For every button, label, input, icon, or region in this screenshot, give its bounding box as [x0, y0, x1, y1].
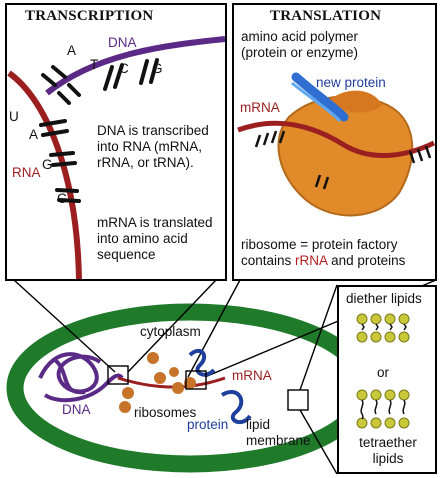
cell-dna-icon	[38, 352, 124, 403]
transcription-text-2-line: into amino acid	[97, 231, 188, 246]
ribosome-text-line2: contains rRNA and proteins	[241, 253, 405, 269]
transcription-callout-box	[107, 365, 129, 385]
base-top-2: T	[90, 57, 99, 72]
polymer-text-line: amino acid polymer	[241, 29, 359, 44]
ribosome-text-suffix: and proteins	[327, 253, 406, 268]
membrane-label-line: membrane	[246, 433, 311, 448]
lipids-panel: diether lipids or tetraether lipids	[337, 285, 437, 474]
lipid-structures-icon	[356, 313, 410, 429]
transcription-text-1: DNA is transcribed into RNA (mRNA, rRNA,…	[97, 123, 209, 171]
tetraether-label-line: tetraether	[359, 435, 417, 450]
polymer-text: amino acid polymer (protein or enzyme)	[241, 29, 358, 61]
protein-label: protein	[187, 417, 229, 432]
dna-label: DNA	[108, 35, 137, 50]
transcription-text-2-line: sequence	[97, 247, 156, 262]
cell-dna-label: DNA	[62, 402, 91, 417]
transcription-text-1-line: DNA is transcribed	[97, 123, 209, 138]
base-bottom-1: U	[9, 109, 19, 124]
base-top-4: G	[152, 61, 163, 76]
transcription-text-2-line: mRNA is translated	[97, 215, 213, 230]
ribosome-text: ribosome = protein factory contains rRNA…	[241, 237, 405, 269]
membrane-label: lipid membrane	[246, 417, 311, 449]
membrane-label-line: lipid	[246, 417, 271, 432]
base-bottom-2: A	[29, 127, 39, 142]
base-bottom-3: G	[42, 157, 53, 172]
ribosome-illustration-icon	[237, 72, 435, 217]
transcription-strands-icon	[7, 36, 225, 279]
cytoplasm-label: cytoplasm	[140, 324, 201, 339]
base-bottom-4: C	[57, 191, 67, 206]
ribosome-text-prefix: contains	[241, 253, 296, 268]
tetraether-label: tetraether lipids	[351, 435, 425, 467]
membrane-callout-box	[287, 389, 309, 411]
transcription-panel: TRANSCRIPTION DNA A T C G U A G C RNA DN…	[5, 3, 227, 281]
diether-label: diether lipids	[346, 291, 422, 306]
transcription-text-1-line: into RNA (mRNA,	[97, 139, 203, 154]
rna-label: RNA	[12, 165, 41, 180]
tetraether-label-line: lipids	[372, 451, 404, 466]
transcription-text-2: mRNA is translated into amino acid seque…	[97, 215, 213, 263]
base-top-1: A	[67, 43, 77, 58]
translation-panel: TRANSLATION amino acid polymer (protein …	[232, 3, 437, 281]
polymer-text-line: (protein or enzyme)	[241, 45, 359, 60]
base-top-3: C	[119, 61, 129, 76]
transcription-text-1-line: rRNA, or tRNA).	[97, 155, 194, 170]
mrna-label: mRNA	[240, 100, 280, 115]
ribosome-text-line1: ribosome = protein factory	[241, 237, 398, 252]
cell-ribosomes-icon	[119, 352, 196, 413]
or-label: or	[377, 365, 390, 380]
transcription-title: TRANSCRIPTION	[25, 8, 154, 24]
cell-mrna-label: mRNA	[232, 368, 272, 383]
translation-callout-box	[185, 370, 207, 390]
cell-mrna-strand	[117, 376, 226, 389]
translation-title: TRANSLATION	[270, 8, 382, 24]
ribosomes-label: ribosomes	[134, 405, 197, 420]
new-protein-label: new protein	[316, 75, 386, 90]
rrna-highlight: rRNA	[295, 253, 328, 268]
